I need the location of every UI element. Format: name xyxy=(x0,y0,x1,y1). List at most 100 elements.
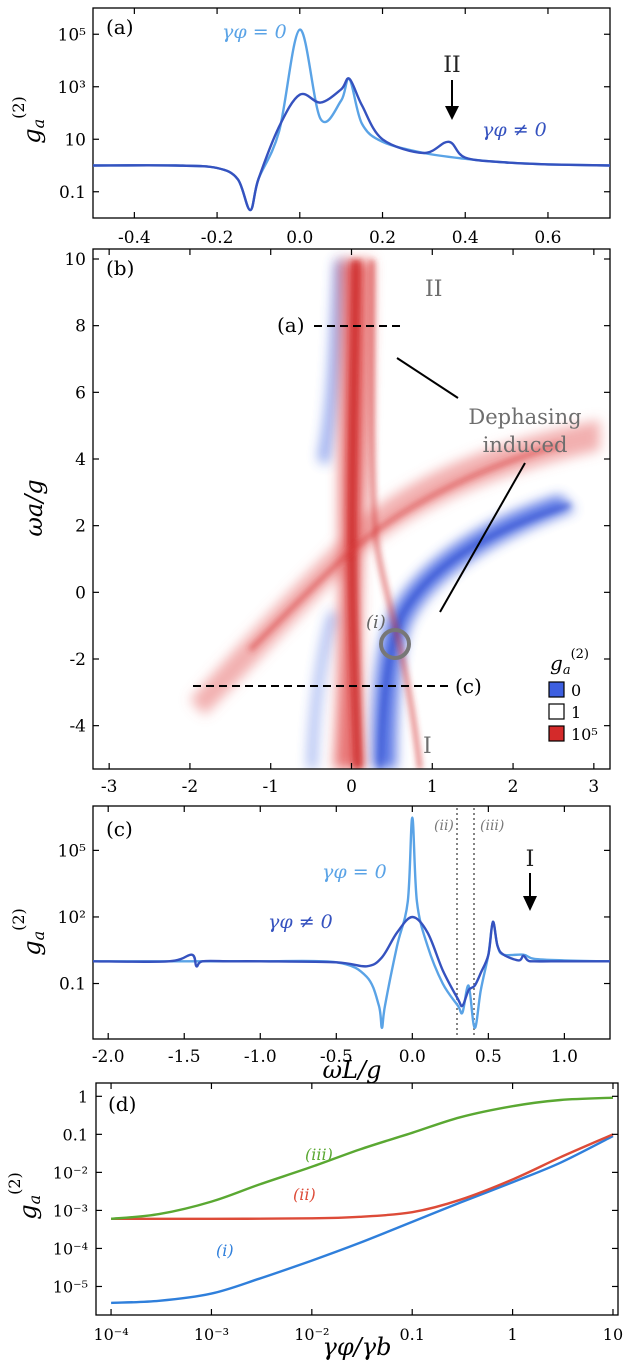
annotation-line1: Dephasing xyxy=(468,405,581,429)
y-tick-label: 0 xyxy=(75,583,86,603)
panel-c-xaxis: -2.0 -1.5 -1.0 -0.5 0.0 0.5 1.0 xyxy=(92,806,578,1067)
panel-c-xlabel: ωL/g xyxy=(323,1056,382,1084)
x-tick-label: 1 xyxy=(508,1325,518,1344)
y-tick-label: 4 xyxy=(75,450,86,470)
y-tick-label: 10 xyxy=(64,250,86,270)
x-tick-label: 10⁻³ xyxy=(194,1325,229,1344)
legend-swatch xyxy=(548,681,565,698)
panel-c-arrow xyxy=(523,873,537,911)
annotation-pointer-lower xyxy=(439,462,526,613)
panel-b-tag: (b) xyxy=(106,256,134,280)
y-tick-label: -4 xyxy=(69,717,86,737)
heatmap-blue-inner-line xyxy=(378,503,571,769)
x-tick-label: 0.1 xyxy=(399,1325,424,1344)
y-tick-label: 1 xyxy=(78,1087,88,1106)
x-tick-label: 0.5 xyxy=(475,1047,502,1067)
panel-b-ylabel: ωa/g xyxy=(20,479,48,536)
panel-d-tag: (d) xyxy=(108,1092,136,1116)
panel-c-label-light: γφ = 0 xyxy=(322,861,387,883)
x-tick-label: -2.0 xyxy=(92,1047,125,1067)
curve-ii-label: (ii) xyxy=(293,1185,316,1204)
marker-i-circle xyxy=(379,628,411,660)
legend-swatch xyxy=(548,703,565,720)
panel-a-arrow-label: II xyxy=(443,53,460,78)
marker-i-label: (i) xyxy=(366,612,386,633)
y-tick-label: 10⁵ xyxy=(58,841,87,861)
y-tick-label: 10⁻² xyxy=(53,1163,88,1182)
y-tick-label: -2 xyxy=(69,650,86,670)
x-tick-label: -1.0 xyxy=(244,1047,277,1067)
series-line-1 xyxy=(111,1133,614,1221)
cut-c-label: (c) xyxy=(455,674,482,698)
panel-a-label-light: γφ = 0 xyxy=(222,21,287,43)
x-tick-label: -1 xyxy=(262,777,279,797)
y-tick-label: 2 xyxy=(75,517,86,537)
curve-i-label: (i) xyxy=(216,1241,234,1260)
x-tick-label: -0.5 xyxy=(320,1047,353,1067)
heatmap-blue-upper-branch xyxy=(318,260,345,465)
panel-a-frame xyxy=(92,7,611,219)
x-tick-label: 3 xyxy=(588,777,599,797)
cut-a-label: (a) xyxy=(277,313,305,337)
y-tick-label: 0.1 xyxy=(63,1125,88,1144)
y-tick-label: 10⁻⁵ xyxy=(53,1277,88,1296)
legend-label: 0 xyxy=(571,681,581,700)
panel-d-xaxis: 10⁻⁴ 10⁻³ 10⁻² 0.1 1 10 xyxy=(93,1083,623,1344)
x-tick-label: 0.0 xyxy=(286,228,313,248)
legend-title: ga(2) xyxy=(550,647,589,678)
heatmap-blue-left-tail xyxy=(308,610,338,769)
panel-c-frame xyxy=(92,805,611,1040)
panel-c-curves xyxy=(93,816,610,1030)
heatmap xyxy=(93,249,610,769)
heatmap-red-diag-core xyxy=(247,442,561,653)
panel-c-arrow-label: I xyxy=(526,847,535,872)
heatmap-blue-lower-branch xyxy=(372,495,575,769)
x-tick-label: -0.4 xyxy=(118,228,151,248)
x-tick-label: 0.0 xyxy=(399,1047,426,1067)
panel-c-tag: (c) xyxy=(106,817,133,841)
curve-iii-label: (iii) xyxy=(305,1145,333,1164)
panel-a-tag: (a) xyxy=(106,15,134,39)
branch-lower-label: I xyxy=(423,734,432,759)
y-tick-label: 8 xyxy=(75,317,86,337)
annotation-line2: induced xyxy=(483,433,568,457)
legend-label: 10⁵ xyxy=(571,725,598,744)
heatmap-red-diagonal xyxy=(190,420,600,715)
x-tick-label: 0.4 xyxy=(452,228,479,248)
panel-a-arrow xyxy=(445,80,459,120)
x-tick-label: 10⁻⁴ xyxy=(93,1325,128,1344)
heatmap-red-branch-right xyxy=(369,259,423,769)
panel-c-label-dark: γφ ≠ 0 xyxy=(268,911,333,933)
panel-d-yaxis: 10.110⁻²10⁻³10⁻⁴10⁻⁵ xyxy=(53,1087,618,1296)
y-tick-label: 10² xyxy=(58,908,86,928)
panel-a-label-dark: γφ ≠ 0 xyxy=(482,119,547,141)
branch-upper-label: II xyxy=(425,277,442,302)
x-tick-label: -1.5 xyxy=(168,1047,201,1067)
heatmap-red-core xyxy=(346,259,363,769)
series-line-1 xyxy=(93,915,610,1008)
y-tick-label: 10⁻³ xyxy=(53,1201,88,1220)
panel-d-xlabel: γφ/γb xyxy=(323,1333,392,1361)
x-tick-label: 10 xyxy=(603,1325,623,1344)
annotation-pointer-upper xyxy=(396,357,459,399)
panel-d-ylabel: ga(2) xyxy=(5,1172,44,1220)
y-tick-label: 0.1 xyxy=(59,183,86,203)
panel-d-frame xyxy=(95,1082,619,1316)
x-tick-label: 1.0 xyxy=(551,1047,578,1067)
y-tick-label: 10⁵ xyxy=(58,25,87,45)
x-tick-label: 0.6 xyxy=(534,228,561,248)
panel-a-curves xyxy=(93,28,610,212)
marker-ii-label: (ii) xyxy=(434,818,454,834)
x-tick-label: 0.2 xyxy=(369,228,396,248)
x-tick-label: 10⁻² xyxy=(294,1325,329,1344)
x-tick-label: 1 xyxy=(427,777,438,797)
